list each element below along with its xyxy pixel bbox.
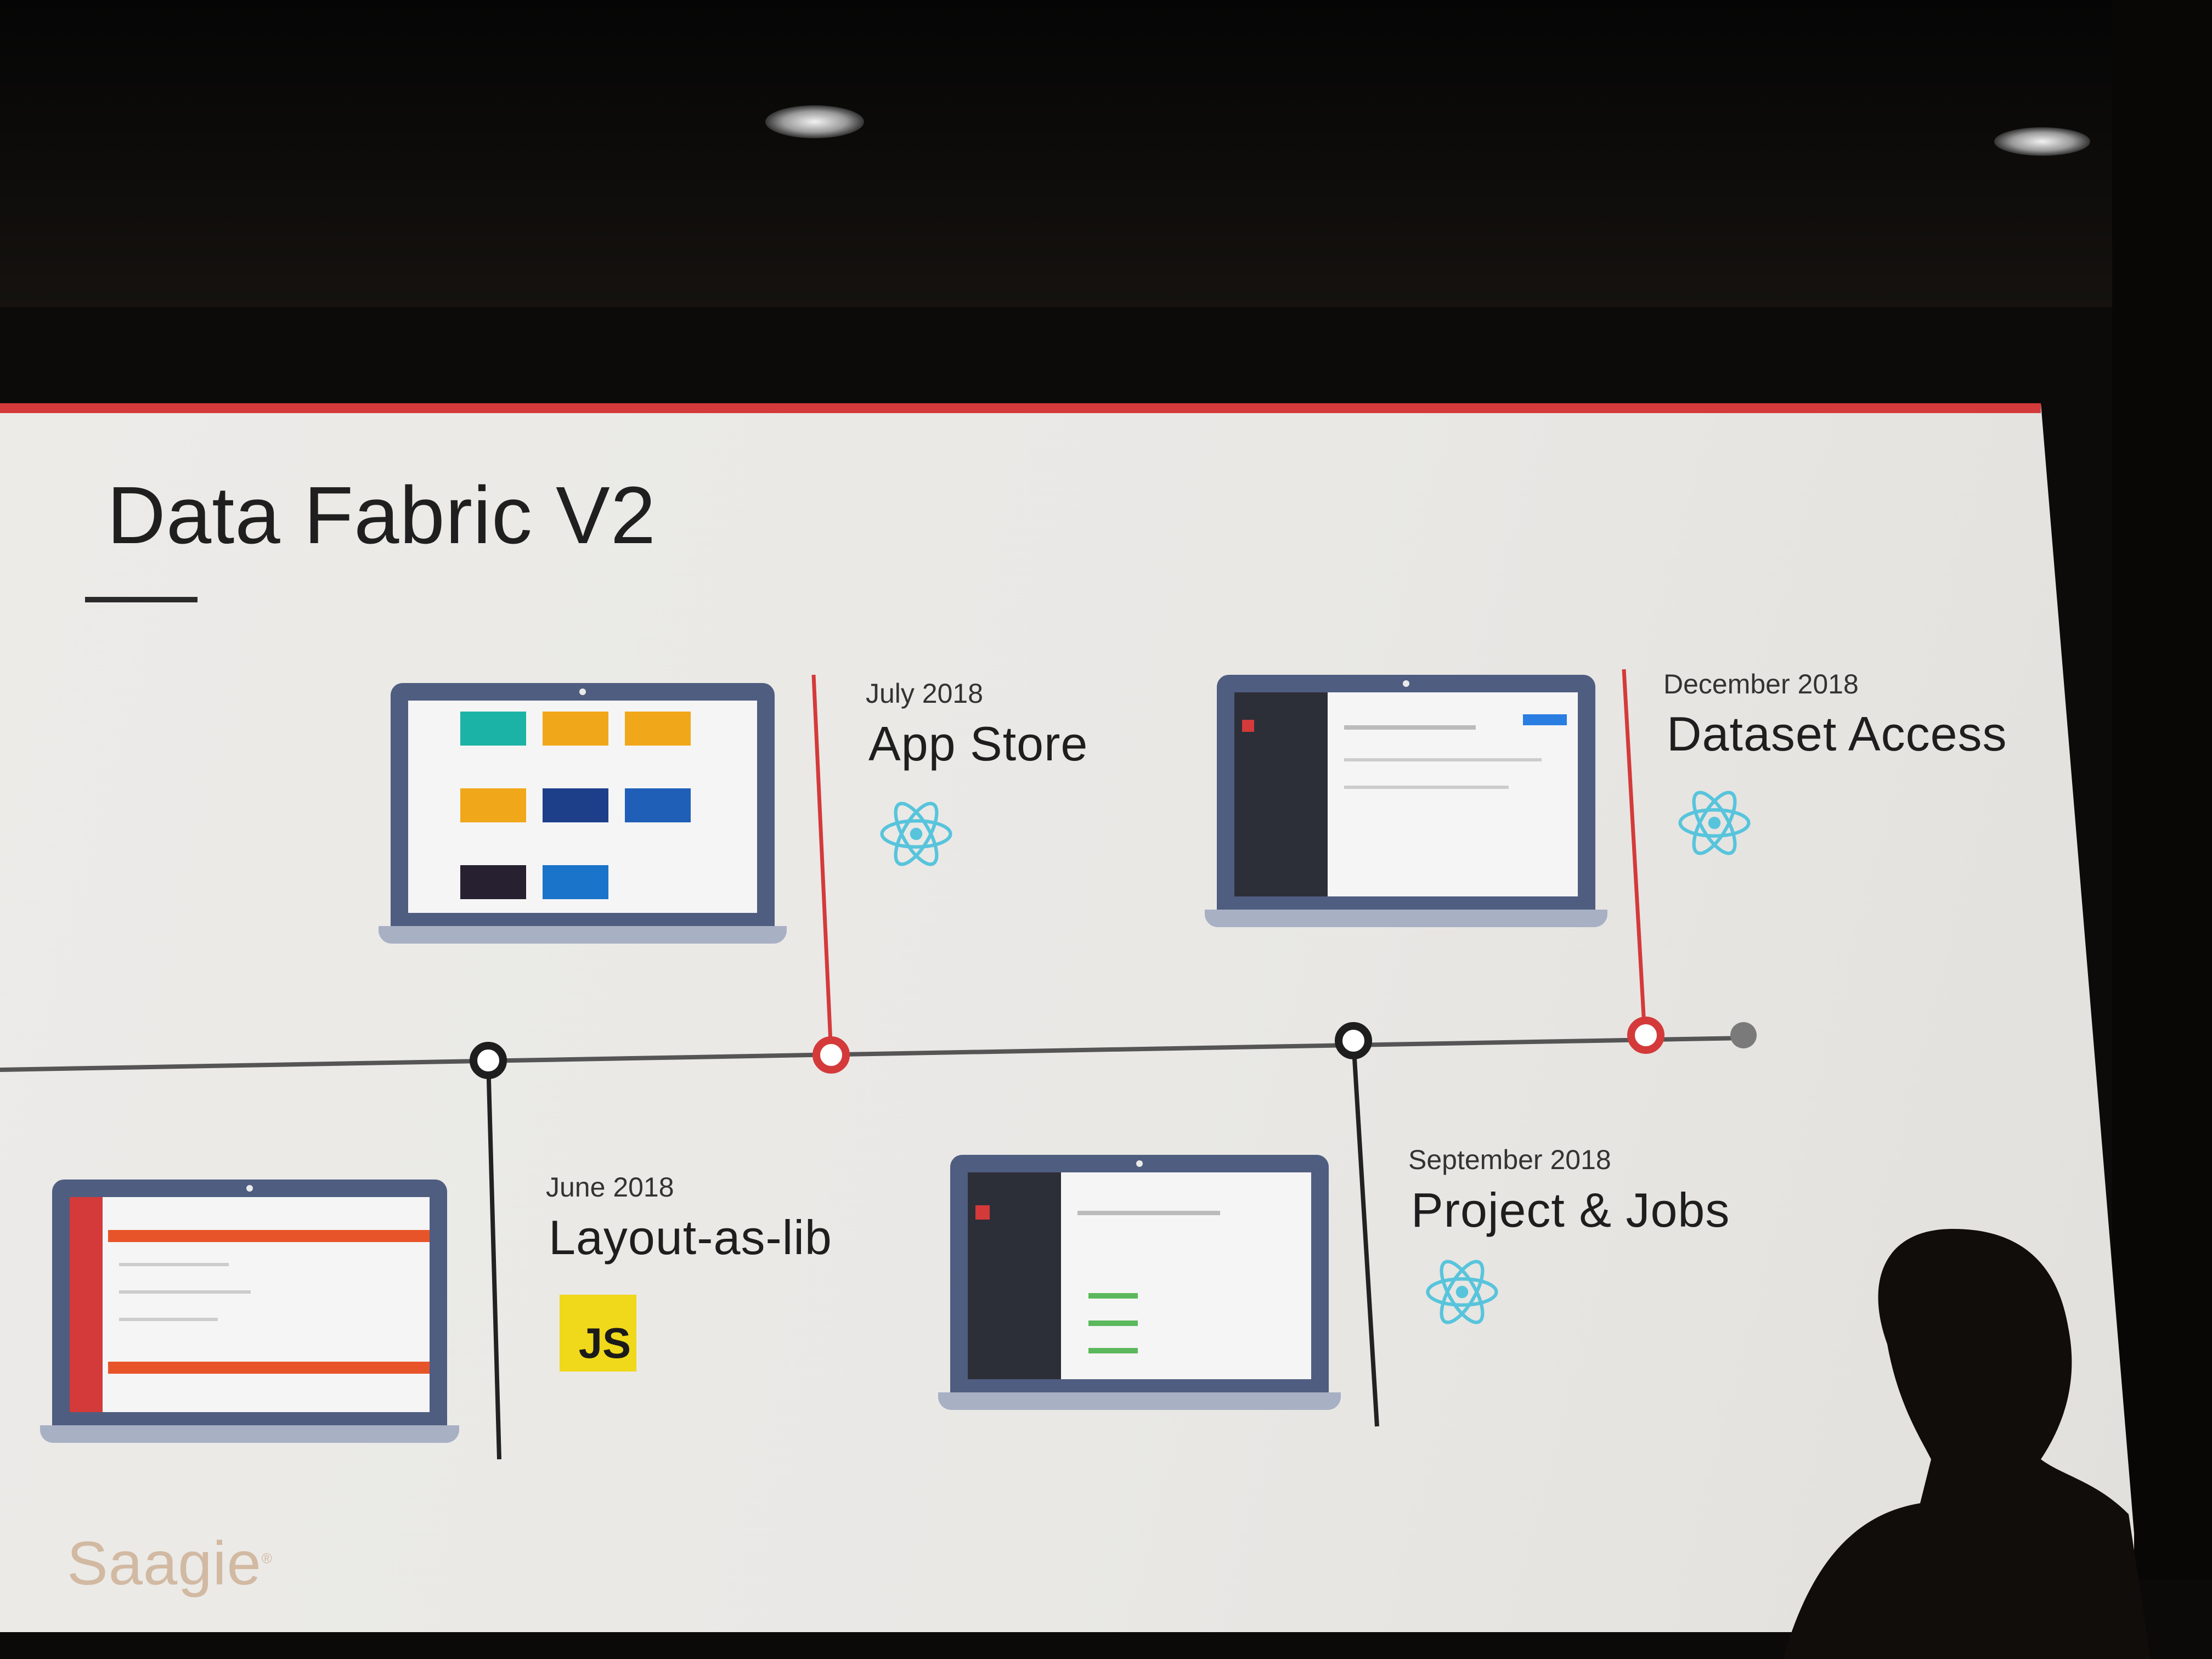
react-icon <box>1678 791 1751 855</box>
dataset-access-preview <box>1234 692 1578 896</box>
milestone-date: July 2018 <box>866 678 984 709</box>
laptop-project-jobs-screenshot <box>938 1155 1341 1410</box>
milestone-label: Layout-as-lib <box>549 1210 832 1265</box>
ceiling-light <box>1994 127 2090 156</box>
node-december <box>1627 1017 1664 1054</box>
milestone-label: App Store <box>868 716 1088 771</box>
laptop-app-store-screenshot <box>379 683 787 944</box>
ceiling-light <box>765 105 864 138</box>
slide-title: Data Fabric V2 <box>107 470 657 561</box>
timeline <box>0 669 1757 1460</box>
react-icon <box>1426 1260 1498 1324</box>
laptop-layout-as-lib-screenshot <box>40 1180 459 1443</box>
node-june <box>470 1042 507 1079</box>
slide-top-accent-bar <box>0 403 2041 413</box>
milestone-date: December 2018 <box>1663 669 1859 699</box>
connector-june <box>486 1060 501 1460</box>
room-wall <box>2112 0 2212 1659</box>
laptop-dataset-access-screenshot <box>1205 675 1607 927</box>
saagie-logo: Saagie® <box>67 1529 273 1598</box>
node-july <box>812 1036 850 1074</box>
node-end <box>1730 1022 1757 1048</box>
connector-july <box>811 674 833 1056</box>
project-jobs-preview <box>968 1172 1311 1379</box>
milestone-label: Project & Jobs <box>1411 1183 1730 1237</box>
room-ceiling <box>0 0 2212 307</box>
connector-december <box>1622 669 1647 1036</box>
title-underline <box>85 597 198 602</box>
node-september <box>1335 1022 1372 1059</box>
milestone-label: Dataset Access <box>1667 707 2007 761</box>
js-badge-text: JS <box>578 1319 631 1367</box>
layout-as-lib-preview <box>70 1197 430 1412</box>
react-icon <box>880 802 952 866</box>
milestone-date: September 2018 <box>1408 1144 1611 1175</box>
javascript-icon: JS <box>560 1295 636 1372</box>
app-store-preview <box>408 701 757 913</box>
milestone-date: June 2018 <box>546 1172 674 1203</box>
projection-screen: Data Fabric V2 July 2018 App Store Decem… <box>0 403 2134 1632</box>
connector-september <box>1351 1040 1379 1427</box>
timeline-axis <box>0 1036 1745 1072</box>
